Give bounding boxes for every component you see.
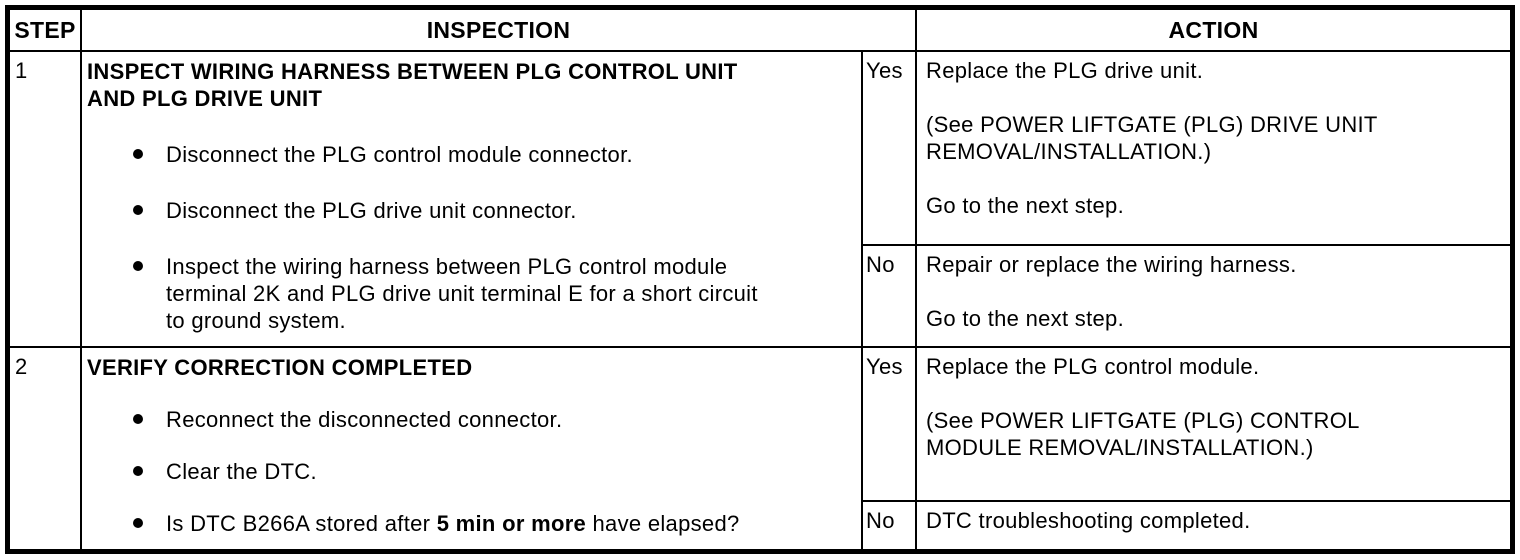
step-number-cell: 1	[10, 52, 82, 346]
action-paragraph: DTC troubleshooting completed.	[926, 508, 1251, 533]
step-number-cell: 2	[10, 348, 82, 549]
bullet-icon	[133, 261, 143, 271]
action-subrow-no: No DTC troubleshooting completed.	[863, 500, 1510, 549]
bullet-icon	[133, 518, 143, 528]
bullet-text: Clear the DTC.	[166, 459, 317, 484]
action-paragraph: (See POWER LIFTGATE (PLG) DRIVE UNIT REM…	[926, 112, 1378, 164]
header-cell-action: ACTION	[1168, 16, 1259, 43]
action-cell: Replace the PLG control module. (See POW…	[917, 348, 1510, 500]
list-item: Is DTC B266A stored after 5 min or more …	[133, 510, 766, 537]
header-cell-step: STEP	[10, 10, 82, 50]
action-cell: Repair or replace the wiring harness. Go…	[917, 246, 1510, 346]
bullet-icon	[133, 414, 143, 424]
action-paragraph: (See POWER LIFTGATE (PLG) CONTROL MODULE…	[926, 408, 1359, 460]
answer-yes-cell: Yes	[863, 348, 917, 500]
action-subrow-yes: Yes Replace the PLG drive unit. (See POW…	[863, 52, 1510, 244]
action-paragraph: Repair or replace the wiring harness.	[926, 252, 1297, 277]
list-item: Disconnect the PLG drive unit connector.	[133, 197, 766, 224]
table-header-row: STEP INSPECTION ACTION	[10, 10, 1510, 52]
action-subrow-no: No Repair or replace the wiring harness.…	[863, 244, 1510, 346]
list-item: Clear the DTC.	[133, 458, 766, 485]
action-cell: DTC troubleshooting completed.	[917, 502, 1510, 549]
action-paragraph: Go to the next step.	[926, 306, 1125, 331]
bullet-text: Disconnect the PLG control module connec…	[166, 142, 633, 167]
bullet-icon	[133, 205, 143, 215]
inspection-bullet-list: Disconnect the PLG control module connec…	[133, 141, 853, 334]
inspection-cell: VERIFY CORRECTION COMPLETED Reconnect th…	[82, 348, 863, 549]
action-subrow-yes: Yes Replace the PLG control module. (See…	[863, 348, 1510, 500]
action-group: Yes Replace the PLG control module. (See…	[863, 348, 1510, 549]
list-item: Reconnect the disconnected connector.	[133, 406, 766, 433]
answer-no-cell: No	[863, 246, 917, 346]
header-cell-inspection: INSPECTION	[82, 10, 917, 50]
answer-no-cell: No	[863, 502, 917, 549]
bullet-text: Disconnect the PLG drive unit connector.	[166, 198, 577, 223]
inspection-title: VERIFY CORRECTION COMPLETED	[87, 355, 473, 380]
list-item: Disconnect the PLG control module connec…	[133, 141, 766, 168]
table-row-step-2: 2 VERIFY CORRECTION COMPLETED Reconnect …	[10, 348, 1510, 549]
action-group: Yes Replace the PLG drive unit. (See POW…	[863, 52, 1510, 346]
list-item: Inspect the wiring harness between PLG c…	[133, 253, 766, 334]
action-paragraph: Replace the PLG drive unit.	[926, 58, 1204, 83]
troubleshooting-table: STEP INSPECTION ACTION 1 INSPECT WIRING …	[5, 5, 1515, 554]
action-cell: Replace the PLG drive unit. (See POWER L…	[917, 52, 1510, 244]
inspection-title: INSPECT WIRING HARNESS BETWEEN PLG CONTR…	[87, 59, 738, 111]
bullet-text: Reconnect the disconnected connector.	[166, 407, 563, 432]
answer-yes-cell: Yes	[863, 52, 917, 244]
bullet-text: Is DTC B266A stored after 5 min or more …	[166, 511, 740, 536]
bullet-text: Inspect the wiring harness between PLG c…	[166, 254, 758, 333]
table-row-step-1: 1 INSPECT WIRING HARNESS BETWEEN PLG CON…	[10, 52, 1510, 348]
inspection-cell: INSPECT WIRING HARNESS BETWEEN PLG CONTR…	[82, 52, 863, 346]
action-paragraph: Go to the next step.	[926, 193, 1125, 218]
bullet-icon	[133, 466, 143, 476]
action-paragraph: Replace the PLG control module.	[926, 354, 1260, 379]
bullet-icon	[133, 149, 143, 159]
inspection-bullet-list: Reconnect the disconnected connector. Cl…	[133, 406, 853, 537]
